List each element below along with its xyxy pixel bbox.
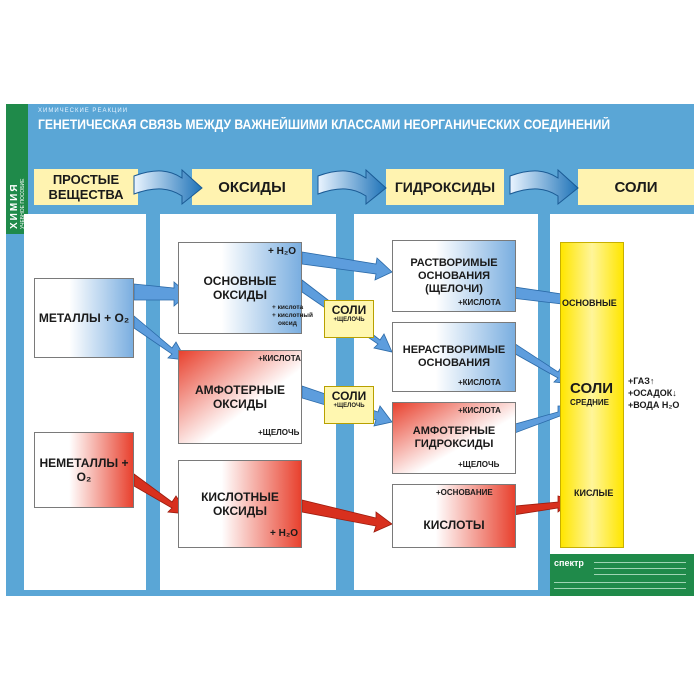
amphoteric-hydroxides-box: АМФОТЕРНЫЕ ГИДРОКСИДЫ [392, 402, 516, 474]
mini-salts-sub-2: +ЩЕЛОЧЬ [333, 403, 365, 409]
basic-oxides-acid-oxide-1: + кислотный [272, 312, 313, 319]
salts-medium: СРЕДНИЕ [570, 398, 610, 407]
product-precipitate: +ОСАДОК↓ [628, 388, 677, 398]
metals-box: МЕТАЛЛЫ + O₂ [34, 278, 134, 358]
amphoteric-hydroxides-acid: +КИСЛОТА [458, 406, 501, 415]
amphoteric-hydroxides-alkali: +ЩЕЛОЧЬ [458, 460, 500, 469]
poster-title: ГЕНЕТИЧЕСКАЯ СВЯЗЬ МЕЖДУ ВАЖНЕЙШИМИ КЛАС… [38, 117, 611, 132]
acidic-oxides-water: + H₂O [270, 528, 299, 539]
footer-line [554, 582, 686, 583]
salts-acidic: КИСЛЫЕ [574, 488, 614, 498]
header-simple-line1: ПРОСТЫЕ [52, 172, 120, 187]
mini-salts-box-2: СОЛИ +ЩЕЛОЧЬ [324, 386, 374, 424]
basic-oxides-acid-oxide-2: оксид [278, 320, 297, 327]
insoluble-bases-box: НЕРАСТВОРИМЫЕ ОСНОВАНИЯ [392, 322, 516, 392]
salts-bar [560, 242, 624, 548]
footer-line [594, 574, 686, 575]
arrow-acidic-acids [301, 499, 393, 533]
header-arrow-3 [509, 168, 579, 206]
basic-oxides-acid: + кислота [272, 304, 304, 311]
soluble-bases-line1: РАСТВОРИМЫЕ [410, 256, 498, 269]
mini-salts-box-1: СОЛИ +ЩЕЛОЧЬ [324, 300, 374, 338]
acids-box: КИСЛОТЫ [392, 484, 516, 548]
side-label: ХИМИЯ УЧЕБНОЕ ПОСОБИЕ [6, 104, 28, 234]
insoluble-bases-line2: ОСНОВАНИЯ [417, 357, 491, 369]
poster-subtitle: ХИМИЧЕСКИЕ РЕАКЦИИ [38, 108, 128, 114]
header-salts: СОЛИ [578, 169, 694, 205]
acidic-oxides-box: КИСЛОТНЫЕ ОКСИДЫ [178, 460, 302, 548]
header-arrow-2 [317, 168, 387, 206]
amphoteric-hydroxides-line1: АМФОТЕРНЫЕ [412, 425, 496, 437]
acidic-oxides-line1: КИСЛОТНЫЕ [201, 490, 279, 504]
footer-line [554, 588, 686, 589]
salts-basic: ОСНОВНЫЕ [562, 298, 617, 308]
amphoteric-oxides-line1: АМФОТЕРНЫЕ [195, 383, 285, 397]
column-simple [24, 214, 146, 590]
mini-salts-sub-1: +ЩЕЛОЧЬ [333, 317, 365, 323]
basic-oxides-line1: ОСНОВНЫЕ [203, 274, 277, 288]
mini-salts-label-2: СОЛИ [331, 389, 367, 403]
header-hydroxides: ГИДРОКСИДЫ [386, 169, 504, 205]
amphoteric-oxides-alkali: +ЩЕЛОЧЬ [258, 428, 300, 437]
product-water: +ВОДА H₂O [628, 400, 680, 410]
amphoteric-hydroxides-line2: ГИДРОКСИДЫ [414, 438, 494, 450]
acidic-oxides-line2: ОКСИДЫ [212, 504, 268, 518]
acids-base: +ОСНОВАНИЕ [436, 488, 493, 497]
soluble-bases-acid: +КИСЛОТА [458, 298, 501, 307]
amphoteric-oxides-box: АМФОТЕРНЫЕ ОКСИДЫ [178, 350, 302, 444]
amphoteric-oxides-line2: ОКСИДЫ [212, 397, 268, 411]
footer-line [594, 568, 686, 569]
header-arrow-1 [133, 168, 203, 206]
product-gas: +ГАЗ↑ [628, 376, 655, 386]
salts-main: СОЛИ [570, 380, 614, 397]
header-simple-substances: ПРОСТЫЕ ВЕЩЕСТВА [34, 169, 138, 205]
publisher-logo: спектр [550, 554, 694, 596]
arrow-basic-soluble [301, 251, 393, 281]
publisher-logo-text: спектр [554, 558, 584, 568]
soluble-bases-line2: ОСНОВАНИЯ [417, 269, 491, 282]
amphoteric-oxides-acid: +КИСЛОТА [258, 354, 301, 363]
mini-salts-label-1: СОЛИ [331, 303, 367, 317]
soluble-bases-box: РАСТВОРИМЫЕ ОСНОВАНИЯ (ЩЕЛОЧИ) [392, 240, 516, 312]
footer-line [594, 562, 686, 563]
insoluble-bases-acid: +КИСЛОТА [458, 378, 501, 387]
basic-oxides-water: + H₂O [268, 246, 297, 257]
basic-oxides-line2: ОКСИДЫ [212, 288, 268, 302]
insoluble-bases-line1: НЕРАСТВОРИМЫЕ [402, 344, 506, 356]
poster: ХИМИЯ УЧЕБНОЕ ПОСОБИЕ ХИМИЧЕСКИЕ РЕАКЦИИ… [6, 104, 694, 596]
basic-oxides-box: ОСНОВНЫЕ ОКСИДЫ [178, 242, 302, 334]
nonmetals-box: НЕМЕТАЛЛЫ + O₂ [34, 432, 134, 508]
acids-label: КИСЛОТЫ [423, 518, 485, 532]
header-simple-line2: ВЕЩЕСТВА [48, 187, 124, 202]
header-oxides: ОКСИДЫ [192, 169, 312, 205]
arrow-metals-amphoteric [133, 315, 187, 361]
soluble-bases-line3: (ЩЕЛОЧИ) [425, 282, 483, 295]
